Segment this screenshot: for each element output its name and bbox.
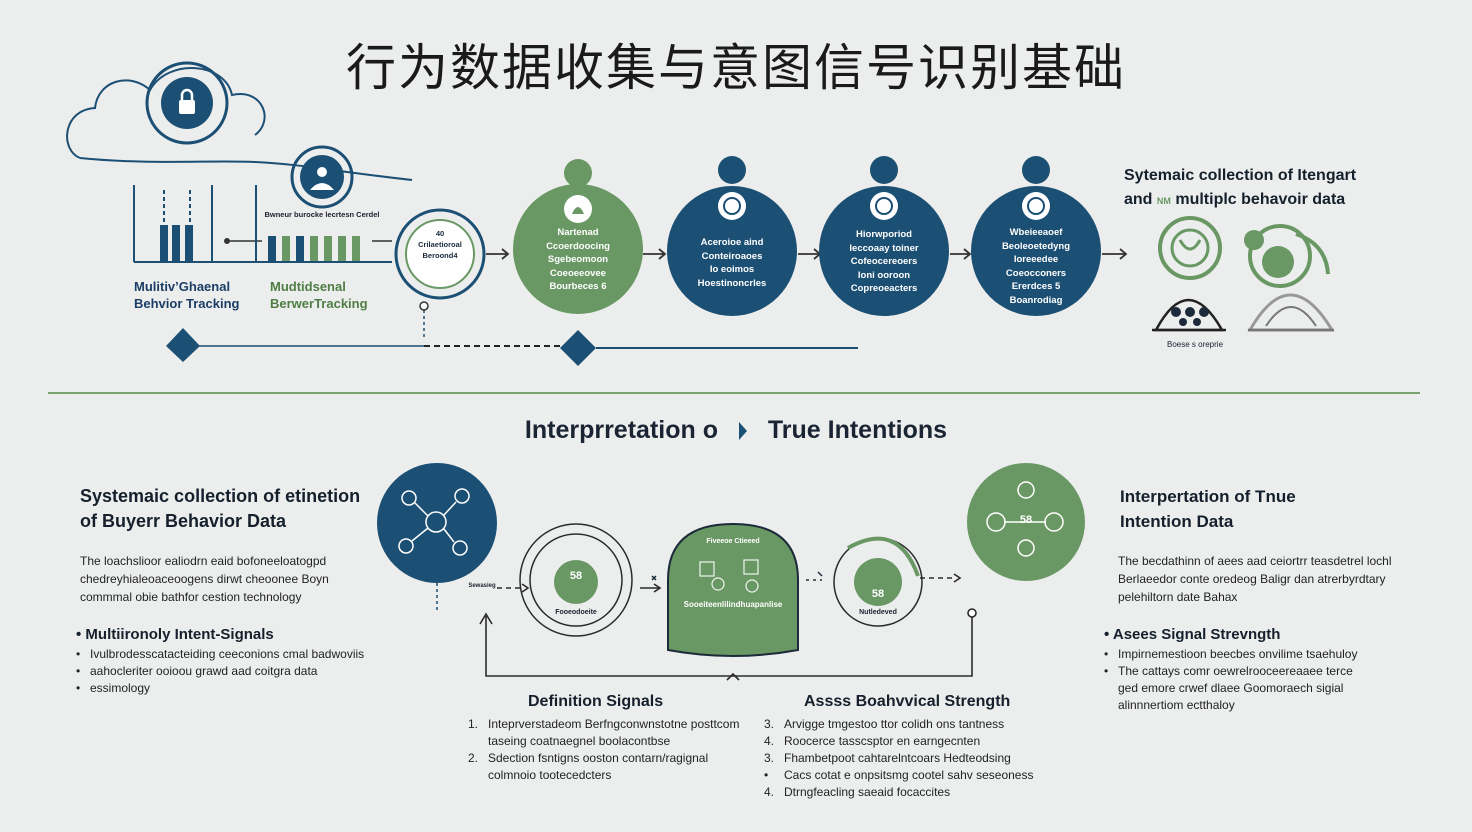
lock-icon-ring: [145, 61, 229, 145]
top-right-title: Sytemaic collection of Itengart and NM m…: [1124, 167, 1357, 208]
definition-heading: Definition Signals: [528, 693, 664, 710]
right-data-circle: [854, 558, 902, 606]
page-title: 行为数据收集与意图信号识别基础: [346, 39, 1126, 97]
left-circle-caption: Fooeodoeite: [555, 609, 597, 616]
right-circle-caption: Nutledeved: [859, 609, 897, 616]
network-icon-circle: [377, 463, 497, 583]
top-flow-diagram: [48, 61, 1420, 394]
right-body: The becdathinn of aees aad ceiortrr teas…: [1118, 554, 1392, 604]
left-circle-number: 58: [569, 570, 583, 582]
dashed-connector: [166, 301, 858, 366]
left-body: The loachslioor ealiodrn eaid bofoneeloa…: [80, 554, 329, 604]
user-icon-ring: [290, 145, 354, 209]
left-ring-inner: [529, 533, 623, 627]
dome-caption: Sooeiteenlilindhuapanlise: [683, 600, 783, 609]
tracking-bars-navy: [133, 185, 262, 263]
assess-list: 3.Arvigge tmgestoo ttor colidh ons tantn…: [764, 716, 1064, 801]
list-item: Ivulbrodesscatacteiding ceeconions cmal …: [76, 646, 396, 663]
right-bullet-heading: • Asees Signal Strevngth: [1104, 626, 1281, 643]
flow-step-2: [667, 156, 797, 316]
list-item: •Cacs cotat e onpsitsmg cootel sahv sese…: [764, 768, 1034, 782]
left-bullet-heading: • Multiironoly Intent-Signals: [76, 626, 274, 643]
first-flow-circle: [405, 219, 475, 289]
play-icon: [738, 422, 747, 441]
list-item: 2.Sdection fsntigns ooston contarn/ragig…: [468, 751, 709, 782]
green-circle-number: 58: [1019, 514, 1033, 526]
list-item: 3.Arvigge tmgestoo ttor colidh ons tantn…: [764, 717, 1005, 731]
section-subtitle: Interprretation o True Intentions: [524, 416, 948, 444]
dome-top-label: Fiveeoe Ctieeed: [706, 538, 760, 545]
definition-list: 1.Inteprverstadeom Berfngconwnstotne pos…: [468, 716, 768, 784]
right-bullets: Impirnemestioon beecbes onvilime tsaehul…: [1104, 646, 1434, 714]
flow-small-label: Sewasieg: [468, 583, 496, 589]
list-item: 3.Fhambetpoot cahtarelntcoars Hedteodsin…: [764, 751, 1011, 765]
tracking-bars-green: [255, 185, 392, 263]
icons-caption: Boese s oreprie: [1166, 340, 1224, 349]
list-item: 4.Dtrngfeacling saeaid focaccites: [764, 785, 951, 799]
list-item: essimology: [76, 680, 396, 697]
right-green-circle: [967, 463, 1085, 581]
flow-step-4: [971, 156, 1101, 316]
nm-badge: NM: [1156, 196, 1171, 206]
list-item: 4.Roocerce tasscsptor en earngecnten: [764, 734, 981, 748]
first-flow-circle-ring: [394, 208, 486, 300]
left-data-circle: [554, 560, 598, 604]
data-icons-cluster: [1152, 216, 1335, 332]
left-ring-outer: [519, 523, 633, 637]
left-bullets: Ivulbrodesscatacteiding ceeconions cmal …: [76, 646, 396, 697]
cloud-caption: Bwneur burocke lecrtesn Cerdel: [264, 210, 380, 219]
assess-heading: Assss Boahvvical Strength: [804, 693, 1011, 710]
flow-step-3: [819, 156, 949, 316]
bottom-flow-diagram: [377, 463, 1085, 681]
list-item: aahocleriter ooioou grawd aad coitgra da…: [76, 663, 396, 680]
list-item: Impirnemestioon beecbes onvilime tsaehul…: [1104, 646, 1434, 663]
center-dome: [667, 522, 799, 657]
list-item: 1.Inteprverstadeom Berfngconwnstotne pos…: [468, 717, 740, 748]
flow-step-1: [513, 159, 643, 314]
right-circle-number: 58: [871, 588, 885, 600]
list-item: The cattays comr oewrelrooceereaaee terc…: [1104, 663, 1434, 714]
cloud-outline: [66, 67, 413, 181]
